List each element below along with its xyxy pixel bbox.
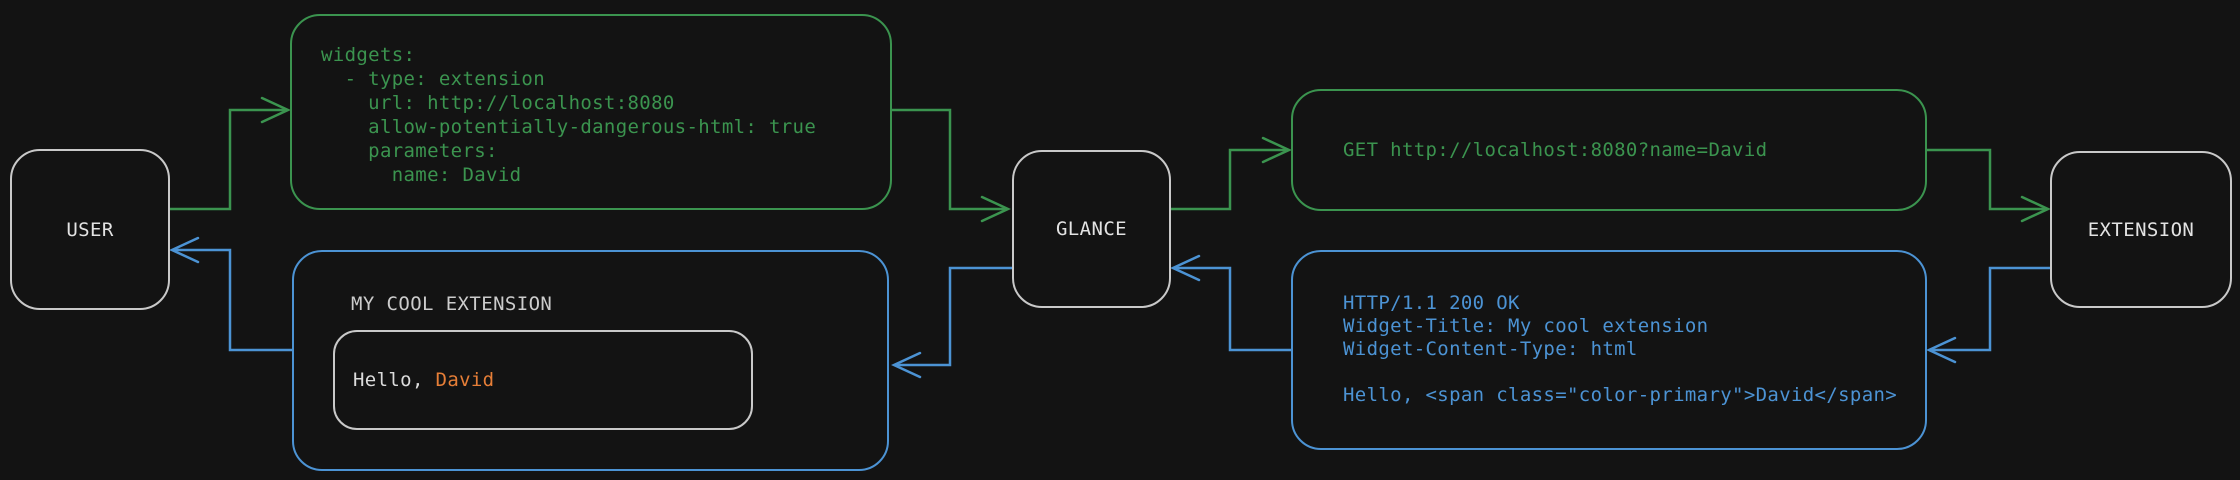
config-line: - type: extension [321,68,545,90]
response-line: Widget-Content-Type: html [1343,338,1638,360]
node-extension-label: EXTENSION [2087,218,2195,241]
node-user-label: USER [66,218,114,241]
config-line: parameters: [321,140,498,162]
node-glance: GLANCE [1012,150,1171,308]
arrow-glance-to-request [1169,148,1287,211]
arrowhead-into-glance [980,195,1011,223]
widget-title: MY COOL EXTENSION [351,293,553,315]
node-glance-label: GLANCE [1055,218,1128,240]
arrow-glance-to-preview [896,266,1014,367]
arrowhead-into-extension [2020,195,2051,223]
greeting-name: David [435,369,495,391]
arrowhead-into-preview [891,351,922,379]
config-line: url: http://localhost:8080 [321,92,675,114]
arrow-user-to-config [168,108,286,211]
arrowhead-into-config [260,96,291,124]
config-line: widgets: [321,44,416,66]
http-response-box: HTTP/1.1 200 OK Widget-Title: My cool ex… [1291,250,1927,450]
widget-preview-box: MY COOL EXTENSION Hello, David [292,250,889,471]
arrow-config-to-glance [890,108,1006,211]
return-flow-arrows [169,236,2052,379]
config-yaml-box: widgets: - type: extension url: http://l… [290,14,892,210]
node-extension: EXTENSION [2050,151,2232,308]
arrow-extension-to-response [1931,266,2052,352]
forward-flow-arrows [168,96,2051,223]
arrowhead-into-glance-return [1170,254,1201,282]
response-line [1343,361,1925,384]
http-request-box: GET http://localhost:8080?name=David [1291,89,1927,211]
arrow-preview-to-user [174,248,294,352]
arrowhead-into-user [169,236,200,264]
greeting-text: Hello, [353,369,436,391]
response-line: HTTP/1.1 200 OK [1343,292,1520,314]
arrowhead-into-request [1261,136,1292,164]
widget-inner-box: Hello, David [333,330,753,430]
response-line: Hello, <span class="color-primary">David… [1343,384,1898,406]
config-line: name: David [321,164,522,186]
node-user: USER [10,149,170,310]
response-line: Widget-Title: My cool extension [1343,315,1709,337]
arrow-response-to-glance [1175,266,1293,352]
http-request-text: GET http://localhost:8080?name=David [1343,139,1768,161]
config-line: allow-potentially-dangerous-html: true [321,116,817,138]
arrowhead-into-response [1926,336,1957,364]
arrow-request-to-extension [1925,148,2046,211]
